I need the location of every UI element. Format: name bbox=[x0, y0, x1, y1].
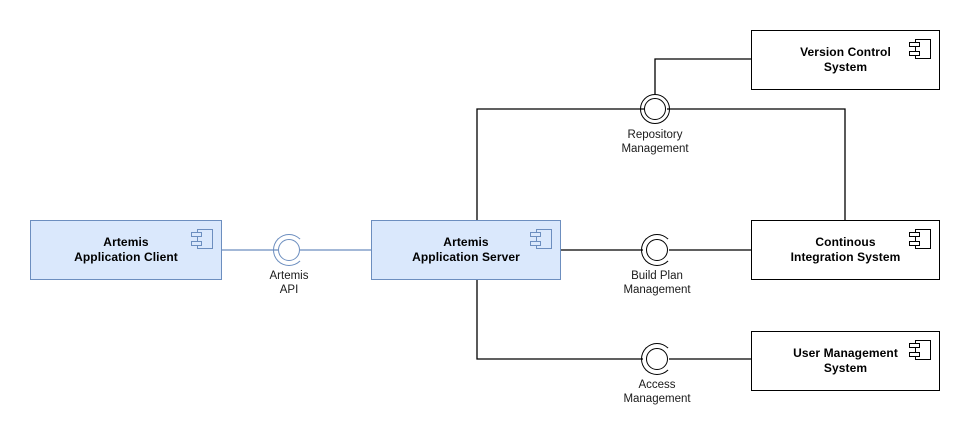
wire-server-to-repository-management bbox=[476, 108, 644, 220]
ball-circle-icon bbox=[644, 98, 666, 120]
component-version-control-system[interactable]: Version Control System bbox=[751, 30, 940, 90]
uml-component-icon bbox=[909, 340, 931, 360]
ball-circle-icon bbox=[646, 239, 668, 261]
interface-label: Build Plan Management bbox=[623, 270, 691, 296]
component-label: Artemis Application Client bbox=[74, 235, 178, 264]
ball-circle-icon bbox=[278, 239, 300, 261]
component-artemis-application-server[interactable]: Artemis Application Server bbox=[371, 220, 561, 280]
uml-component-icon bbox=[909, 229, 931, 249]
component-label: User Management System bbox=[793, 346, 898, 375]
interface-label: Access Management bbox=[623, 379, 691, 405]
component-continous-integration-system[interactable]: Continous Integration System bbox=[751, 220, 940, 280]
component-artemis-application-client[interactable]: Artemis Application Client bbox=[30, 220, 222, 280]
socket-arc-icon bbox=[641, 234, 673, 266]
component-user-management-system[interactable]: User Management System bbox=[751, 331, 940, 391]
uml-component-icon bbox=[191, 229, 213, 249]
socket-arc-icon bbox=[641, 343, 673, 375]
wire-server-to-access-management bbox=[476, 280, 643, 360]
wire-repository-management-to-continous-integration-system bbox=[667, 108, 846, 220]
component-label: Version Control System bbox=[800, 45, 891, 74]
uml-component-icon bbox=[909, 39, 931, 59]
component-label: Continous Integration System bbox=[790, 235, 901, 264]
ball-circle-icon bbox=[646, 348, 668, 370]
uml-component-icon bbox=[530, 229, 552, 249]
component-label: Artemis Application Server bbox=[412, 235, 520, 264]
interface-label: Artemis API bbox=[269, 270, 309, 296]
socket-arc-icon bbox=[273, 234, 305, 266]
socket-arc-icon bbox=[640, 94, 670, 124]
interface-label: Repository Management bbox=[621, 129, 689, 155]
wire-repository-management-to-version-control-system bbox=[654, 58, 751, 94]
